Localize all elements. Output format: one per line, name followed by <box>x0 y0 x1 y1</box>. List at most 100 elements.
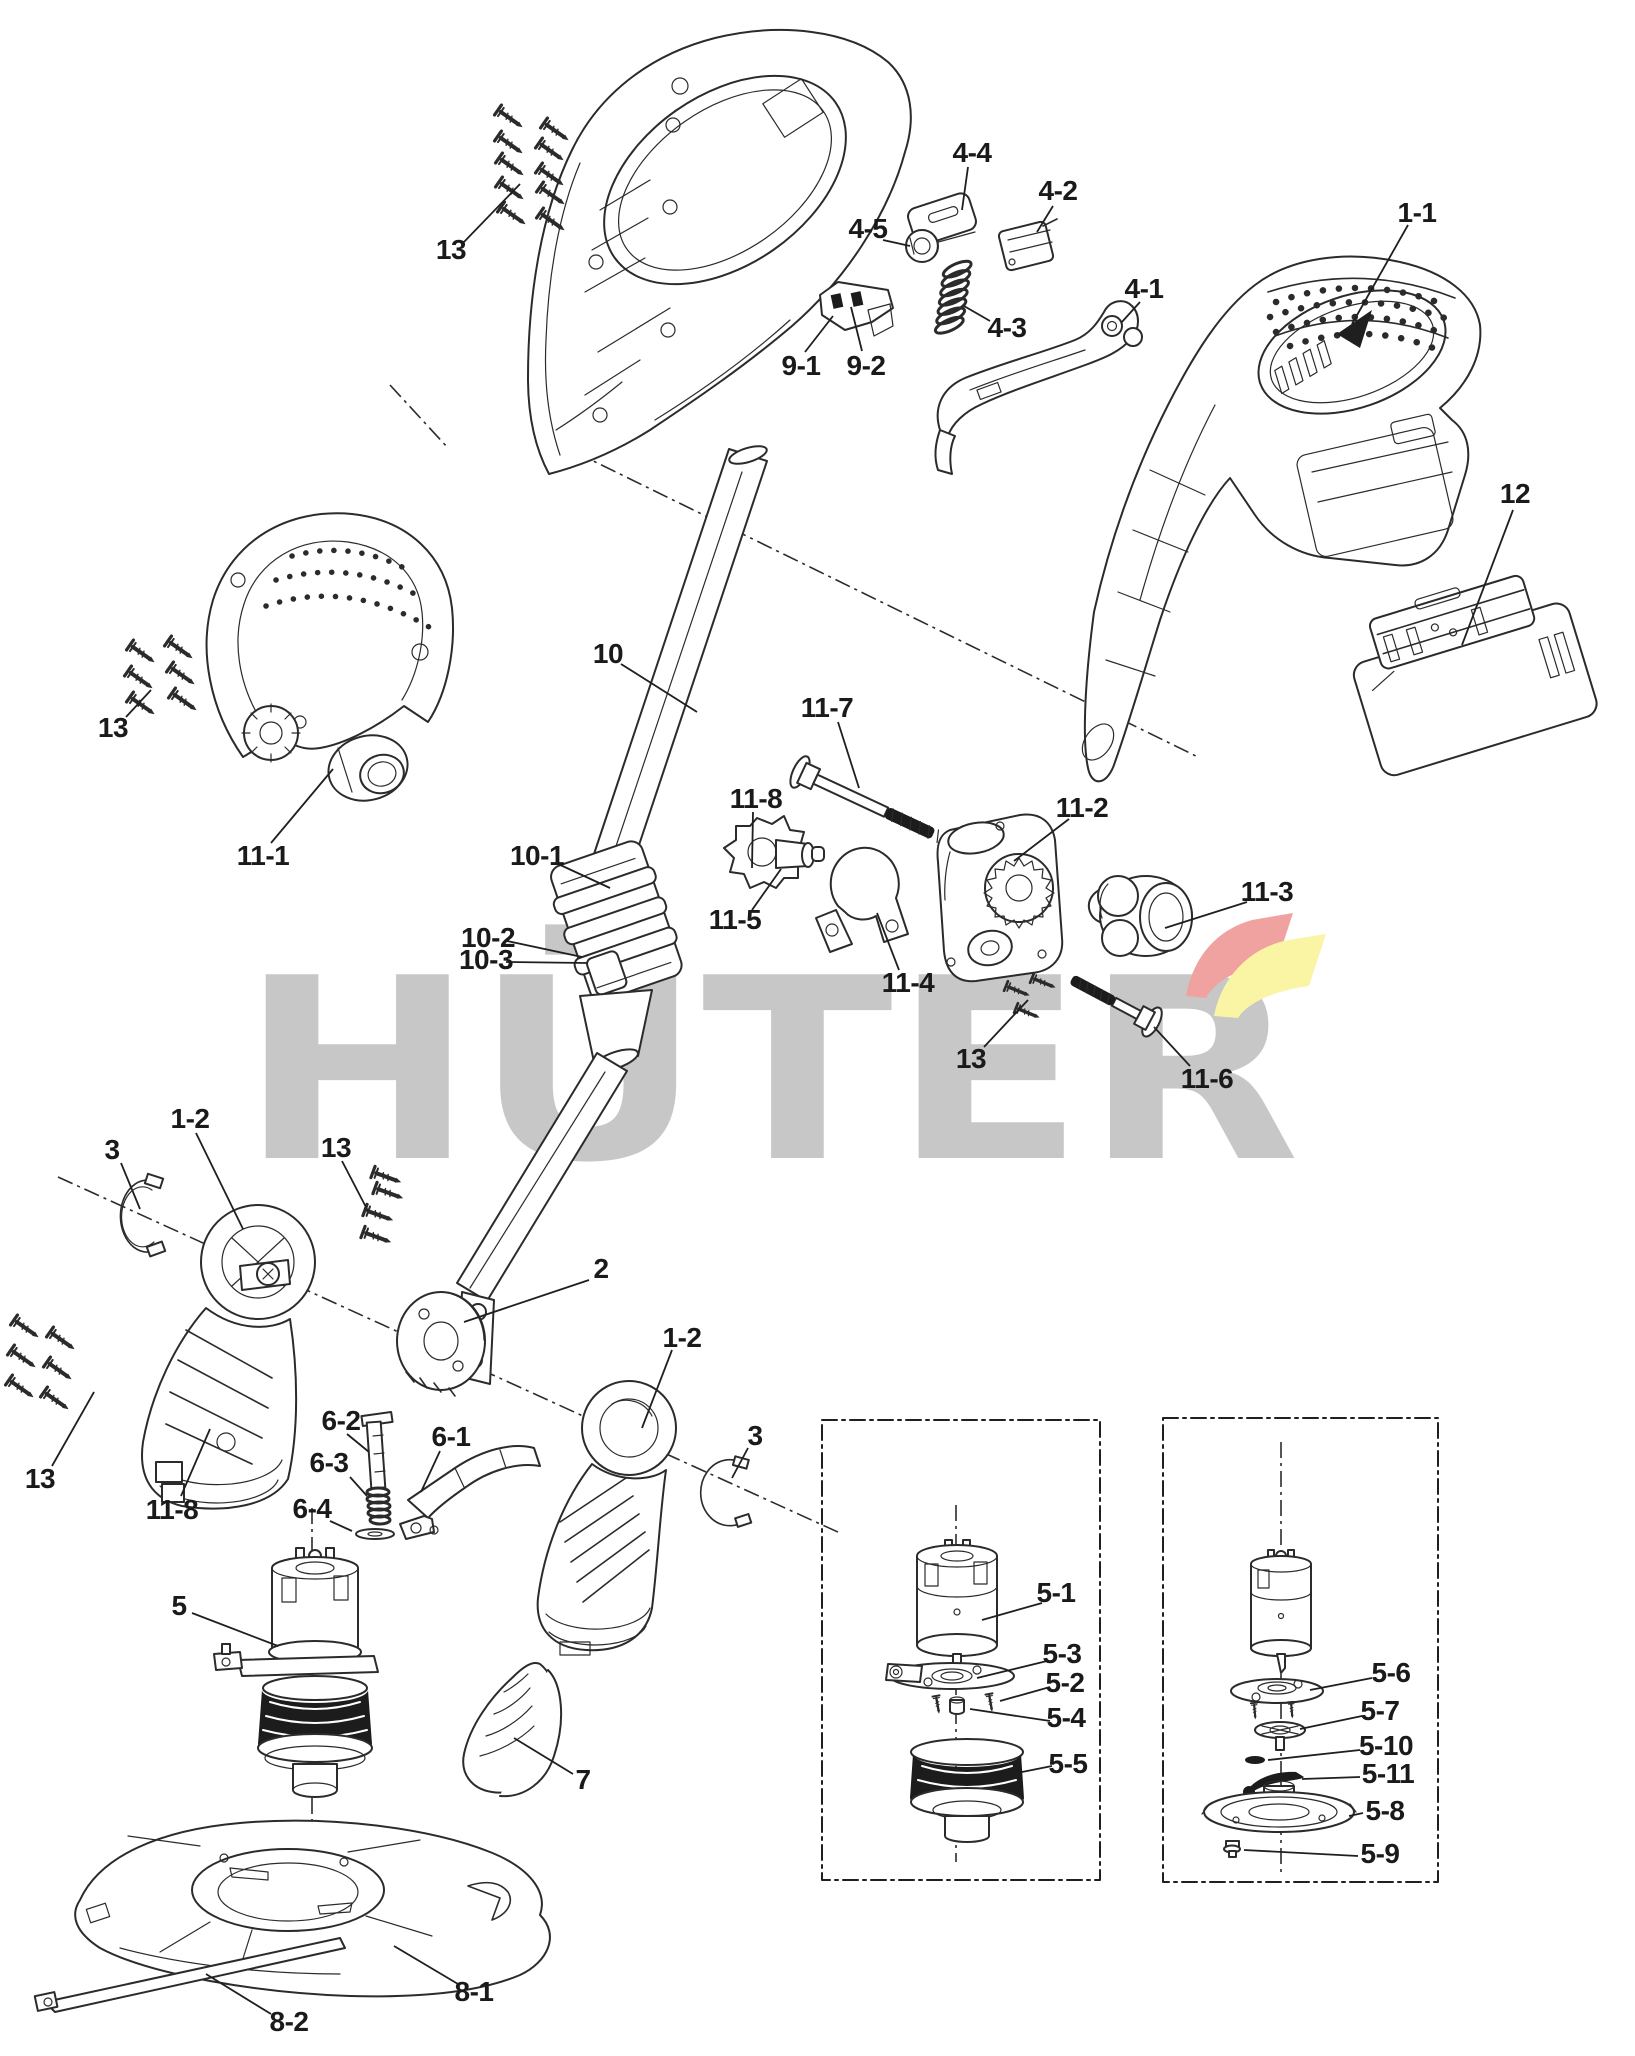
battery-pack <box>1274 340 1598 777</box>
callout-10-1: 10-1 <box>510 840 564 871</box>
spool-spring-6-3 <box>365 1486 392 1526</box>
cutting-guard <box>74 1819 551 1998</box>
callout-6-3: 6-3 <box>310 1447 349 1478</box>
trimmer-head-right-shell <box>536 1380 677 1656</box>
motor-spool-assembly <box>213 1547 379 1798</box>
callout-5-11: 5-11 <box>1362 1758 1415 1789</box>
detail-disc-5-8 <box>1201 1780 1357 1833</box>
handle-clamp-barrel <box>327 734 409 802</box>
callout-5: 5 <box>171 1590 186 1621</box>
callout-9-2: 9-2 <box>847 350 886 381</box>
callout-10-3: 10-3 <box>459 944 513 975</box>
callout-1-1: 1-1 <box>1398 197 1437 228</box>
callout-13-head-upper: 13 <box>321 1132 351 1163</box>
spool-shaft-pin-6-2 <box>355 1410 395 1540</box>
callout-5-4: 5-4 <box>1047 1702 1087 1733</box>
callout-4-4: 4-4 <box>953 137 993 168</box>
callout-7: 7 <box>575 1764 590 1795</box>
callout-3-right: 3 <box>747 1420 762 1451</box>
shaft-lock-coupling <box>550 840 683 1002</box>
knob-nut-11-3 <box>1087 875 1193 957</box>
callout-11-3: 11-3 <box>1241 876 1294 907</box>
callout-6-2: 6-2 <box>322 1405 361 1436</box>
callout-4-2: 4-2 <box>1039 175 1078 206</box>
handle-clamp-saddle-11-4 <box>815 846 909 953</box>
callout-6-1: 6-1 <box>432 1421 471 1452</box>
detail-box-spool-head <box>1162 1417 1439 1883</box>
trimmer-head-left-shell <box>141 1204 316 1510</box>
line-cutter-guide-6-1 <box>399 1445 541 1540</box>
detail-plate-5-6 <box>1230 1678 1324 1704</box>
callout-3-left: 3 <box>104 1134 119 1165</box>
auxiliary-d-handle <box>205 512 454 802</box>
callout-2: 2 <box>593 1253 608 1284</box>
main-housing-left-shell <box>527 29 912 475</box>
micro-switch <box>997 218 1058 272</box>
callout-10-2: 10-2 <box>461 922 515 953</box>
logo-yellow-swoosh <box>1214 934 1326 1018</box>
callout-8-2: 8-2 <box>270 2006 309 2037</box>
callout-5-6: 5-6 <box>1372 1657 1411 1688</box>
trigger-lever <box>934 300 1143 475</box>
callout-13-gear-head: 13 <box>956 1043 986 1074</box>
callout-9-1: 9-1 <box>782 350 821 381</box>
head-latch-detail <box>155 1432 236 1503</box>
callout-5-9: 5-9 <box>1361 1838 1400 1869</box>
detail-motor-5-1 <box>916 1539 998 1675</box>
detail-mount-plate-5-3 <box>885 1662 1015 1690</box>
main-housing-right-shell <box>1081 255 1482 783</box>
callout-11-4: 11-4 <box>882 967 935 998</box>
callout-11-8-mid: 11-8 <box>730 783 783 814</box>
clamp-bolt-11-6 <box>1070 975 1163 1038</box>
switch-bracket <box>819 281 894 337</box>
detail-motor-plain <box>1250 1549 1312 1674</box>
callout-4-3: 4-3 <box>988 312 1027 343</box>
detail-spool-5-5 <box>910 1738 1024 1843</box>
battery-socket <box>1296 413 1454 558</box>
detail-fan-5-7 <box>1254 1721 1306 1751</box>
spool-drum <box>257 1675 373 1798</box>
guard-deflector <box>462 1662 563 1798</box>
callout-4-5: 4-5 <box>849 213 888 244</box>
star-knob-11-8 <box>723 815 825 889</box>
callout-12: 12 <box>1500 478 1530 509</box>
callout-11-8-head: 11-8 <box>146 1494 199 1525</box>
switch-roller <box>905 229 939 263</box>
callout-13-head-lower: 13 <box>25 1463 55 1494</box>
detail-nut-5-4 <box>949 1696 965 1715</box>
callout-11-2: 11-2 <box>1056 792 1109 823</box>
callout-13-top-screws: 13 <box>436 234 466 265</box>
callout-5-7: 5-7 <box>1361 1695 1400 1726</box>
callout-11-7: 11-7 <box>801 692 854 723</box>
watermark-text: HÜTER <box>240 925 1300 1218</box>
callout-1-2-left: 1-2 <box>171 1103 210 1134</box>
callout-1-2-right: 1-2 <box>663 1322 702 1353</box>
callout-10: 10 <box>593 638 623 669</box>
logo-red-swoosh <box>1186 913 1293 998</box>
callout-11-5: 11-5 <box>709 904 762 935</box>
callout-leaders <box>51 166 1514 2015</box>
arrow-1-1 <box>1337 310 1372 348</box>
callout-labels: 13 4-4 4-5 4-2 9-1 9-2 4-3 4-1 1-1 12 10… <box>25 137 1531 2037</box>
snap-ring-left <box>119 1172 167 1258</box>
callout-5-1: 5-1 <box>1037 1577 1076 1608</box>
callout-5-5: 5-5 <box>1049 1748 1088 1779</box>
gear-head-bracket-11-2 <box>936 813 1064 983</box>
detail-box-motor-spool <box>821 1419 1101 1881</box>
callout-13-d-handle: 13 <box>98 712 128 743</box>
callout-6-4: 6-4 <box>293 1493 333 1524</box>
brand-watermark: HÜTER <box>240 913 1326 1218</box>
callout-8-1: 8-1 <box>455 1976 494 2007</box>
clamp-bolt-11-7 <box>789 755 940 844</box>
handle-clamp-rosette <box>241 703 301 763</box>
callout-5-3: 5-3 <box>1043 1638 1082 1669</box>
callout-5-10: 5-10 <box>1359 1730 1413 1761</box>
spool-washer-6-4 <box>355 1528 395 1540</box>
detail-washer-5-10 <box>1245 1756 1265 1764</box>
callout-4-1: 4-1 <box>1125 273 1164 304</box>
gear-face <box>983 853 1055 929</box>
trigger-spring <box>933 259 973 335</box>
callout-5-2: 5-2 <box>1046 1667 1085 1698</box>
